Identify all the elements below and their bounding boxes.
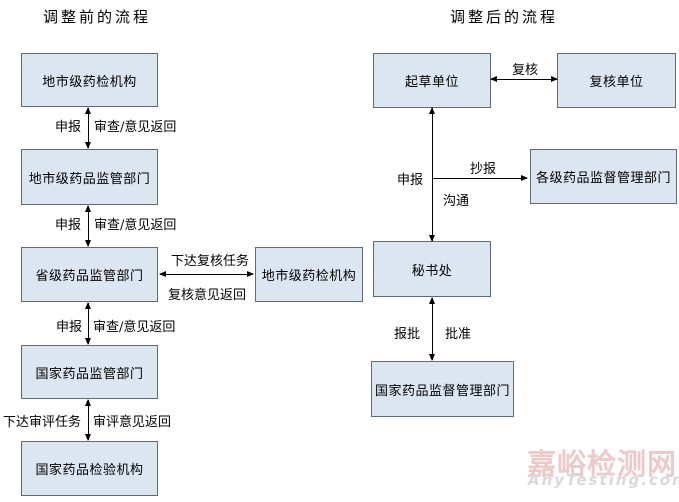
after-box-all-level-regulators: 各级药品监督管理部门	[530, 149, 677, 204]
arrowhead-up-icon	[85, 107, 91, 114]
arrowhead-up-icon	[85, 302, 91, 309]
watermark-cn: 嘉峪检测网	[527, 447, 678, 481]
arrowhead-right-icon	[551, 76, 558, 82]
branch-arrow-icon	[433, 175, 528, 181]
double-arrow-icon	[429, 297, 435, 361]
before-box-side-municipal-inspection: 地市级药检机构	[255, 247, 363, 302]
arrowhead-up-icon	[85, 399, 91, 406]
edge-label-submit-for-approval: 报批	[394, 327, 421, 342]
after-box-drafting-unit: 起草单位	[373, 53, 491, 108]
after-flow-title: 调整后的流程	[450, 8, 559, 26]
edge-label-review-return: 审查/意见返回	[94, 218, 177, 233]
arrowhead-down-icon	[429, 354, 435, 361]
after-box-national-admin: 国家药品监督管理部门	[371, 361, 514, 417]
edge-label-recheck: 复核	[512, 63, 539, 78]
double-arrow-icon	[85, 399, 91, 441]
before-box-municipal-inspection: 地市级药检机构	[21, 53, 158, 107]
edge-label-eval-return: 审评意见返回	[93, 415, 172, 430]
edge-label-declare: 申报	[397, 173, 424, 188]
before-box-national-inspection: 国家药品检验机构	[21, 441, 158, 496]
arrowhead-left-icon	[490, 76, 497, 82]
double-arrow-icon	[85, 205, 91, 247]
arrowhead-left-icon	[159, 271, 166, 277]
arrowhead-down-icon	[85, 434, 91, 441]
before-box-national-regulator: 国家药品监管部门	[21, 345, 158, 399]
edge-label-declare: 申报	[55, 218, 82, 233]
arrowhead-down-icon	[85, 142, 91, 149]
edge-label-communicate: 沟通	[443, 194, 470, 209]
arrowhead-down-icon	[85, 338, 91, 345]
arrowhead-up-icon	[85, 205, 91, 212]
arrowhead-down-icon	[85, 240, 91, 247]
after-box-secretariat: 秘书处	[373, 241, 491, 297]
edge-label-review-return: 审查/意见返回	[94, 120, 177, 135]
edge-label-assign-eval-task: 下达审评任务	[3, 415, 82, 430]
edge-label-review-return: 审查/意见返回	[93, 320, 176, 335]
watermark-en: AnyTesting.com	[528, 471, 679, 489]
double-arrow-icon	[85, 107, 91, 149]
arrowhead-right-icon	[521, 175, 528, 181]
edge-label-approve: 批准	[445, 327, 472, 342]
edge-label-assign-recheck-task: 下达复核任务	[171, 254, 250, 269]
before-box-provincial-regulator: 省级药品监管部门	[21, 247, 158, 302]
after-box-recheck-unit: 复核单位	[557, 53, 676, 108]
double-arrow-icon	[429, 107, 435, 242]
before-box-municipal-regulator: 地市级药品监管部门	[21, 149, 158, 205]
arrowhead-down-icon	[429, 235, 435, 242]
arrowhead-up-icon	[429, 297, 435, 304]
before-flow-title: 调整前的流程	[43, 8, 152, 26]
double-arrow-icon	[159, 271, 254, 277]
edge-label-declare: 申报	[56, 320, 83, 335]
arrowhead-up-icon	[429, 107, 435, 114]
edge-label-recheck-return: 复核意见返回	[168, 288, 247, 303]
double-arrow-icon	[490, 76, 558, 82]
edge-label-declare: 申报	[55, 120, 82, 135]
double-arrow-icon	[85, 302, 91, 345]
edge-label-copy-report: 抄报	[470, 162, 497, 177]
arrowhead-right-icon	[247, 271, 254, 277]
